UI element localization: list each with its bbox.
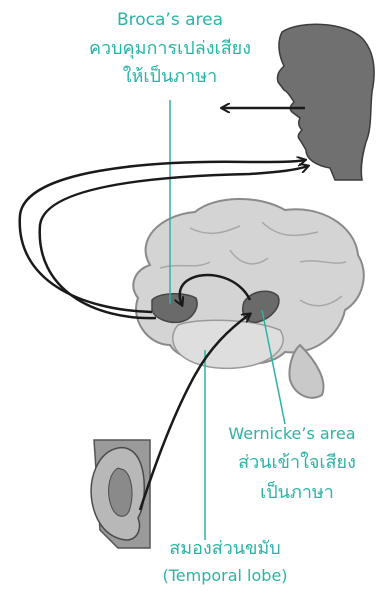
broca-description-line-2: ให้เป็นภาษา — [60, 66, 280, 89]
wernicke-description-line-1: ส่วนเข้าใจเสียง — [222, 452, 372, 475]
wernicke-title: Wernicke’s area — [212, 424, 372, 444]
broca-description-line-1: ควบคุมการเปล่งเสียง — [40, 38, 300, 61]
broca-title: Broca’s area — [60, 10, 280, 31]
brain-cerebellum — [289, 345, 323, 398]
wernicke-description-line-2: เป็นภาษา — [222, 482, 372, 505]
broca-region — [152, 294, 197, 323]
temporal-lobe-subtitle: (Temporal lobe) — [140, 566, 310, 586]
ear-inner — [109, 468, 132, 516]
ear — [91, 440, 150, 548]
temporal-lobe-title: สมองส่วนขมับ — [140, 538, 310, 561]
